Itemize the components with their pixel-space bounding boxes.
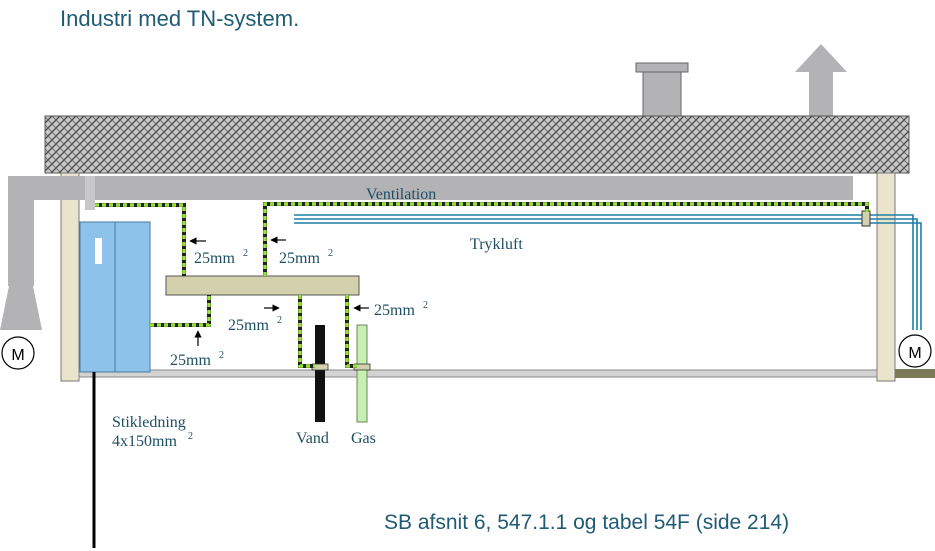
- chimney: [635, 62, 689, 117]
- indicator-arrows: [189, 236, 369, 346]
- trykluft-label: Trykluft: [470, 236, 523, 253]
- floor: [78, 369, 878, 378]
- stikledning-line1: Stikledning: [112, 414, 186, 431]
- motor-right: M: [898, 334, 932, 368]
- gas-label: Gas: [351, 430, 376, 447]
- superscript: 2: [277, 315, 282, 326]
- water-label: Vand: [296, 430, 329, 447]
- water-pipe: [315, 325, 325, 422]
- conductor-size-label-4: 25mm 2: [374, 300, 428, 319]
- motor-right-label: M: [908, 345, 921, 362]
- conductor-size-label-2: 25mm 2: [279, 248, 333, 267]
- outside-ground: [895, 369, 935, 378]
- conductor-size-text: 25mm: [170, 352, 211, 369]
- conductor-size-label-1: 25mm 2: [194, 248, 248, 267]
- superscript: 2: [219, 350, 224, 361]
- stikledning-line2: 4x150mm: [112, 433, 177, 450]
- compressed-air-pipe: [294, 214, 922, 330]
- ventilation-duct: [0, 176, 853, 330]
- roof: [44, 115, 910, 174]
- page-title: Industri med TN-system.: [60, 6, 300, 31]
- superscript: 2: [243, 248, 248, 259]
- conductor-size-text: 25mm: [279, 250, 320, 267]
- exhaust-up-arrow: [795, 44, 847, 116]
- bonding-conductors: [95, 202, 869, 368]
- superscript: 2: [188, 431, 193, 442]
- gas-pipe: [356, 324, 368, 423]
- standard-reference: SB afsnit 6, 547.1.1 og tabel 54F (side …: [384, 511, 790, 534]
- conductor-size-text: 25mm: [194, 250, 235, 267]
- superscript: 2: [328, 248, 333, 259]
- conductor-size-label-5: 25mm 2: [170, 350, 224, 369]
- supply-cable-label: Stikledning 4x150mm 2: [112, 414, 193, 450]
- conductor-size-text: 25mm: [374, 302, 415, 319]
- motor-left: M: [1, 336, 35, 370]
- conductor-size-label-3: 25mm 2: [228, 315, 282, 334]
- ventilation-label: Ventilation: [366, 186, 436, 203]
- superscript: 2: [423, 300, 428, 311]
- motor-left-label: M: [11, 347, 24, 364]
- earthing-busbar: [165, 275, 360, 296]
- compressed-air-coupling: [861, 210, 871, 227]
- conductor-size-text: 25mm: [228, 317, 269, 334]
- left-wall: [60, 172, 80, 382]
- main-switchboard: [79, 221, 151, 373]
- right-wall: [876, 172, 896, 382]
